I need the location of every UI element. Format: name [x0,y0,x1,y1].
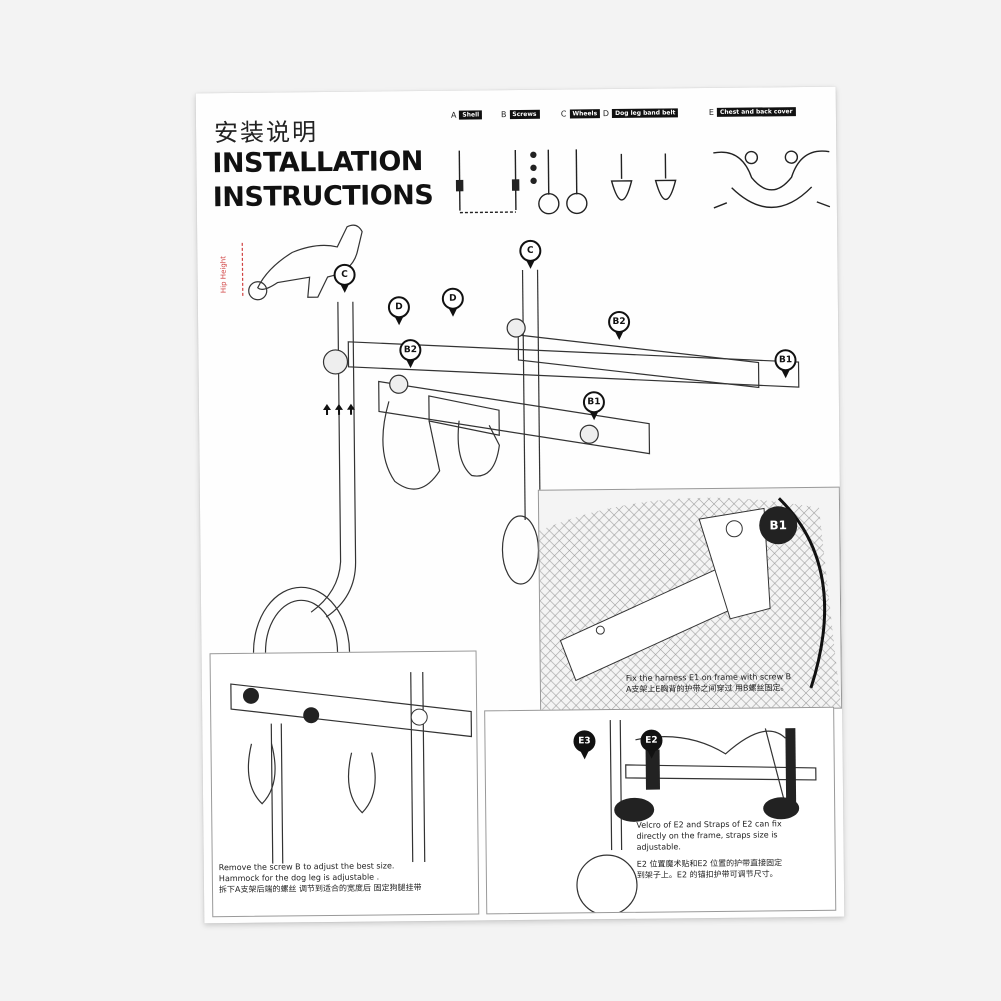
marker-d-left: D [387,296,411,319]
detail-panel-screw: Remove the screw B to adjust the best si… [209,650,480,918]
marker-c-left: C [333,263,356,286]
harness-detail-illustration [539,497,842,711]
parts-illustration [455,149,831,215]
detail-panel-harness: B1 Fix the harness E1 on frame with scre… [537,486,843,712]
marker-b1-right: B1 [774,349,797,372]
marker-b2-left: B2 [399,339,422,362]
velcro-caption-zh-2: 到架子上。E2 的锚扣护带可调节尺寸。 [636,869,778,880]
harness-caption: Fix the harness E1 on frame with screw B… [626,671,836,695]
velcro-detail-illustration [576,719,817,916]
marker-e2: E2 [640,729,663,752]
velcro-caption: Velcro of E2 and Straps of E2 can fix di… [636,818,832,881]
marker-b2-right: B2 [607,310,631,334]
detail-badge-b1: B1 [759,506,798,545]
velcro-caption-en-3: adjustable. [636,842,681,852]
marker-e3: E3 [573,730,596,753]
main-illustration [241,224,800,718]
screw-caption: Remove the screw B to adjust the best si… [219,860,474,896]
harness-caption-zh: A支架上E胸背的护带之间穿过 用B螺丝固定。 [625,683,789,694]
detail-panel-velcro: E3 E2 Velcro of E2 and Straps of E2 can … [484,706,837,916]
marker-d-right: D [441,287,464,310]
marker-b1-left: B1 [582,391,606,414]
hip-height-label: Hip Height [219,256,228,294]
screw-caption-zh: 拆下A支架后端的螺丝 调节到适合的宽度后 固定狗腿挂带 [218,883,422,895]
screw-detail-illustration [230,672,473,864]
marker-c-right: C [519,239,542,262]
up-arrows [322,403,355,416]
